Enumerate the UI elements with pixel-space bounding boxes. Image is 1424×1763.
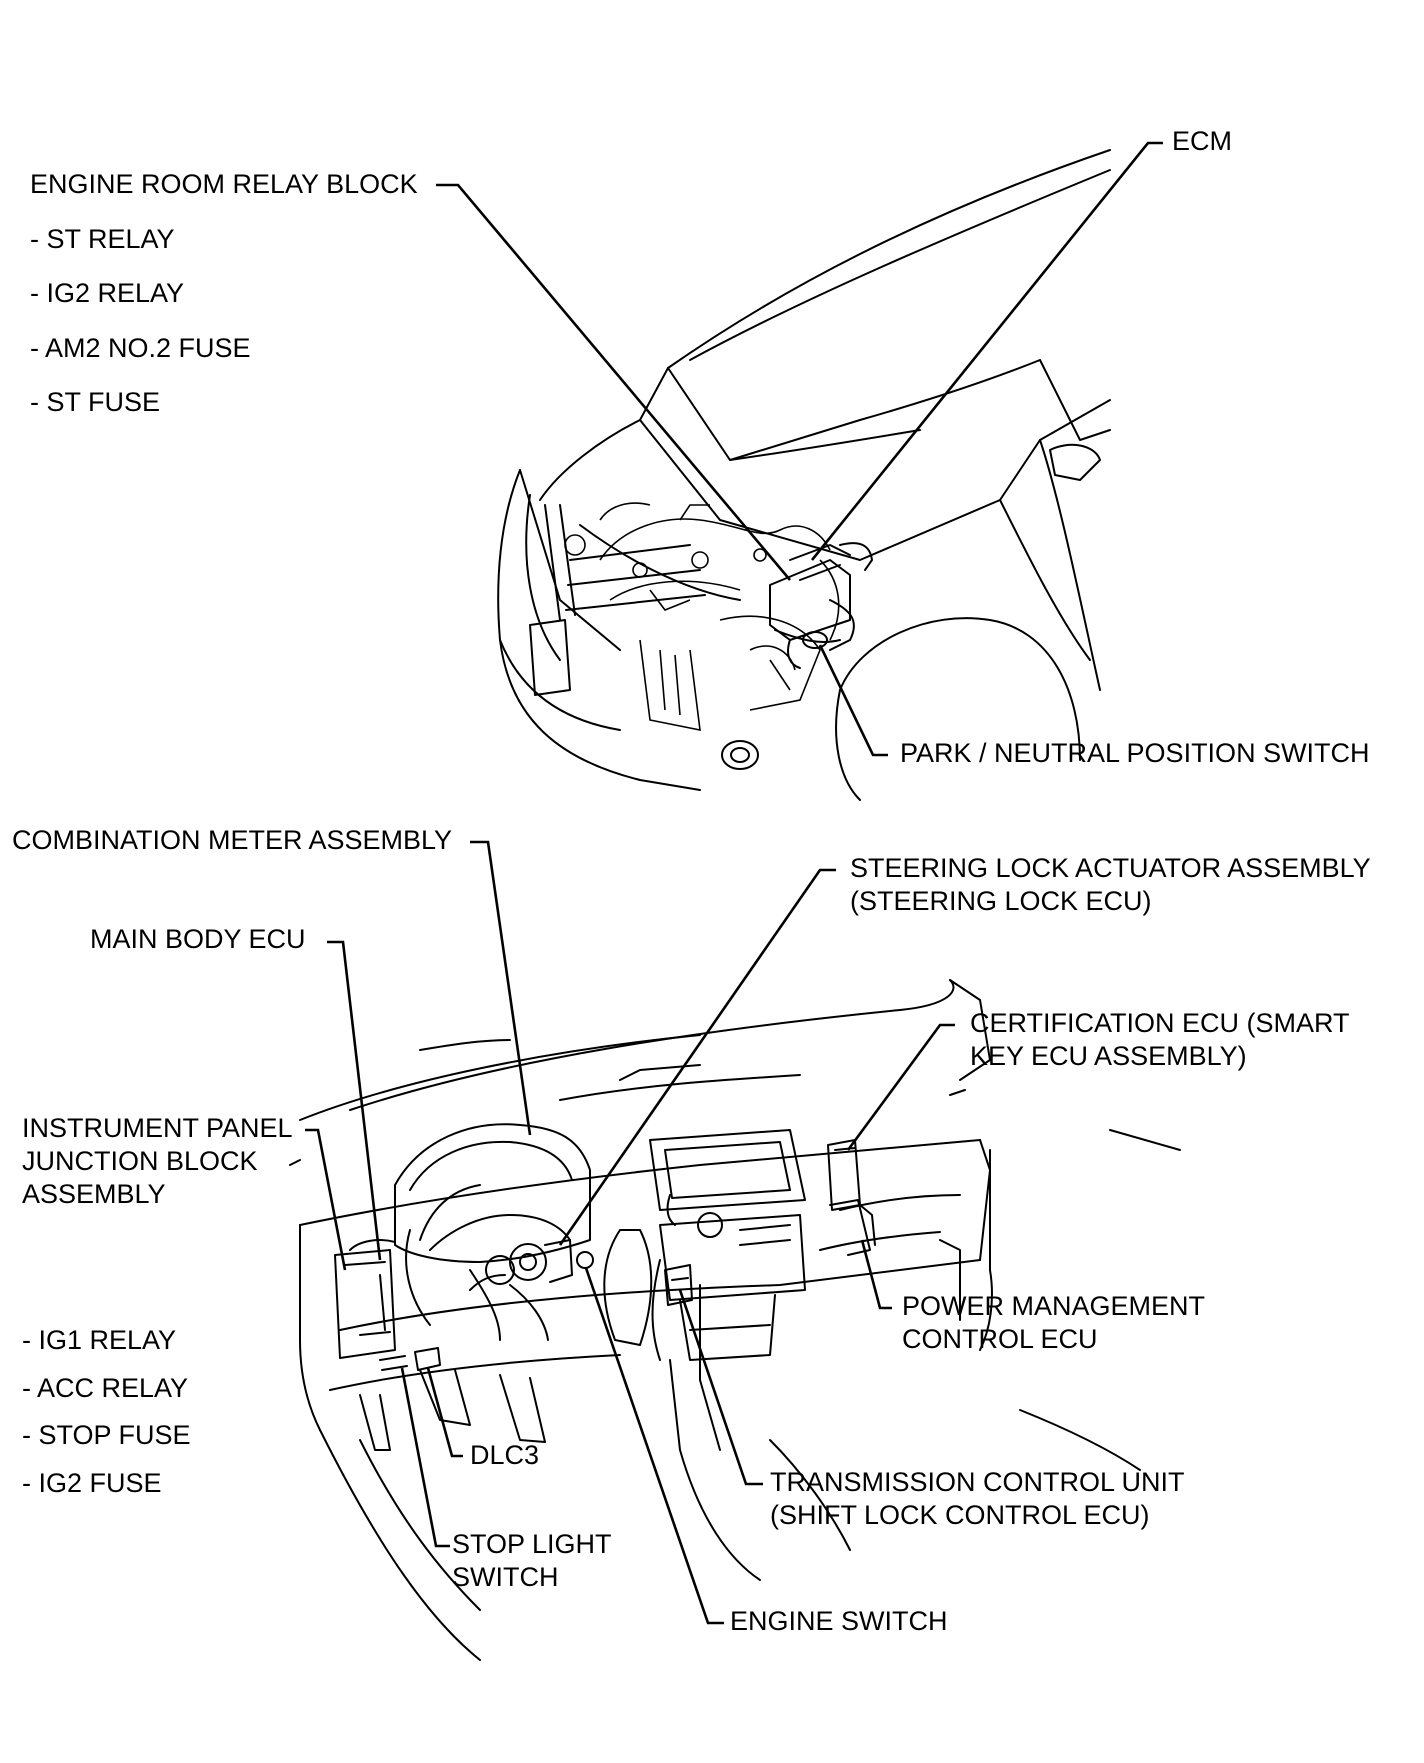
label-ig2-fuse: - IG2 FUSE [22, 1468, 162, 1498]
certification-and-power-ecu [827, 1139, 876, 1256]
label-ip-jb-1: INSTRUMENT PANEL [22, 1113, 293, 1143]
label-power-mgmt-1: POWER MANAGEMENT [902, 1291, 1206, 1321]
leader-ecm [810, 141, 1163, 561]
label-ig1-relay: - IG1 RELAY [22, 1325, 177, 1355]
leader-combination-meter [470, 840, 532, 1136]
leader-tcu [678, 1289, 763, 1486]
label-dlc3: DLC3 [470, 1440, 540, 1470]
label-park-neutral: PARK / NEUTRAL POSITION SWITCH [900, 738, 1370, 768]
leader-stop-light-switch [400, 1367, 450, 1548]
leader-engine-switch [584, 1267, 724, 1625]
label-ip-jb-2: JUNCTION BLOCK [22, 1146, 258, 1176]
label-steering-lock-1: STEERING LOCK ACTUATOR ASSEMBLY [850, 853, 1371, 883]
engine-assembly [564, 502, 840, 732]
label-am2-fuse: - AM2 NO.2 FUSE [30, 333, 251, 363]
label-acc-relay: - ACC RELAY [22, 1373, 189, 1403]
label-ecm: ECM [1172, 126, 1232, 156]
label-tcu-2: (SHIFT LOCK CONTROL ECU) [770, 1500, 1150, 1530]
leader-engine-room-relay-block [436, 183, 791, 581]
label-engine-room-relay-block: ENGINE ROOM RELAY BLOCK [30, 169, 418, 199]
label-stop-fuse: - STOP FUSE [22, 1420, 191, 1450]
label-combination-meter: COMBINATION METER ASSEMBLY [12, 825, 453, 855]
label-certification-2: KEY ECU ASSEMBLY) [970, 1041, 1247, 1071]
leader-park-neutral [818, 644, 888, 757]
meter-and-steering-wheel [394, 1123, 591, 1341]
leader-steering-lock [558, 868, 836, 1246]
label-stop-light-1: STOP LIGHT [452, 1529, 612, 1559]
label-main-body-ecu: MAIN BODY ECU [90, 924, 306, 954]
label-engine-switch: ENGINE SWITCH [730, 1606, 948, 1636]
leader-power-management [860, 1239, 892, 1310]
label-tcu-1: TRANSMISSION CONTROL UNIT [770, 1467, 1185, 1497]
label-power-mgmt-2: CONTROL ECU [902, 1324, 1098, 1354]
label-st-fuse: - ST FUSE [30, 387, 161, 417]
transmission-control-unit [664, 1264, 693, 1306]
leader-dlc3 [426, 1367, 463, 1458]
leader-main-body-ecu [327, 940, 382, 1261]
label-stop-light-2: SWITCH [452, 1562, 559, 1592]
vehicle-body-outline [497, 149, 1111, 801]
dlc3-connector [379, 1347, 441, 1371]
label-ig2-relay: - IG2 RELAY [30, 278, 185, 308]
label-certification-1: CERTIFICATION ECU (SMART [970, 1008, 1350, 1038]
label-st-relay: - ST RELAY [30, 224, 175, 254]
steering-lock-actuator [509, 1239, 594, 1283]
label-ip-jb-3: ASSEMBLY [22, 1179, 166, 1209]
label-steering-lock-2: (STEERING LOCK ECU) [850, 886, 1152, 916]
dashboard-outline [289, 979, 1181, 1661]
leader-certification-ecu [846, 1023, 955, 1151]
leader-ip-junction-block [305, 1128, 347, 1271]
instrument-panel-junction-block [334, 1239, 396, 1359]
ecm-and-relay-block [769, 542, 873, 669]
